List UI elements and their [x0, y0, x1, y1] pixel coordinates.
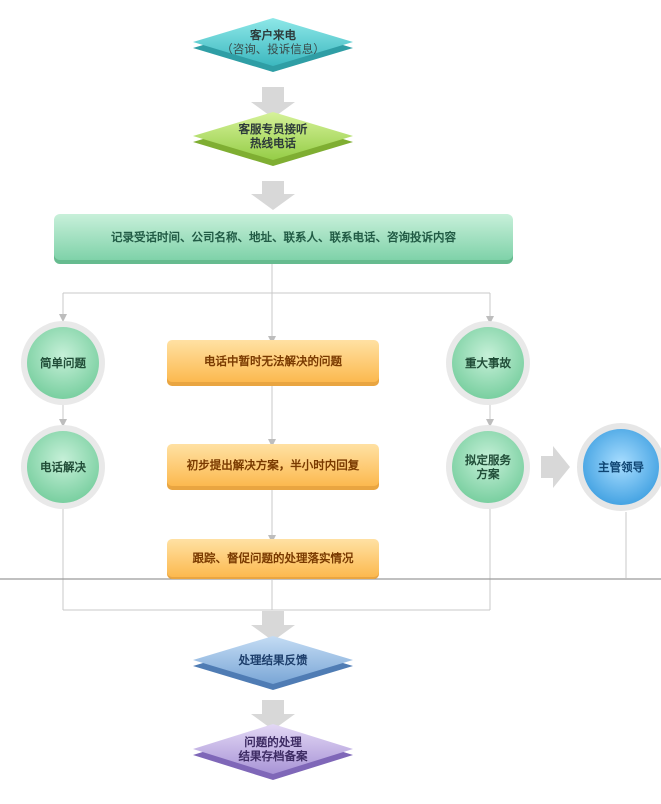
right-arrow — [541, 446, 570, 488]
record-label: 记录受话时间、公司名称、地址、联系人、联系电话、咨询投诉内容 — [111, 230, 456, 244]
service-plan-line1: 拟定服务 — [465, 453, 511, 467]
supervisor-label: 主管领导 — [598, 460, 644, 474]
incoming-call-title: 客户来电 — [250, 28, 296, 42]
phone-solve-label: 电话解决 — [40, 460, 86, 474]
initial-plan-label: 初步提出解决方案，半小时内回复 — [186, 458, 360, 472]
archive-line1: 问题的处理 — [244, 735, 302, 749]
archive-node — [193, 724, 353, 780]
down-arrow-4 — [251, 700, 295, 730]
block-arrows — [251, 87, 570, 730]
incoming-call-node — [193, 18, 353, 72]
hotline-line1: 客服专员接听 — [238, 122, 308, 136]
follow-up-label: 跟踪、督促问题的处理落实情况 — [192, 551, 354, 565]
service-plan-line2: 方案 — [476, 467, 500, 481]
incoming-call-subtitle: （咨询、投诉信息） — [221, 42, 325, 56]
incoming-call-label: 客户来电 （咨询、投诉信息） — [193, 26, 353, 58]
feedback-node — [193, 636, 353, 690]
hotline-node — [193, 112, 353, 166]
phone-solve-circle — [21, 425, 105, 509]
supervisor-circle — [577, 423, 661, 511]
archive-line2: 结果存档备案 — [238, 749, 308, 763]
initial-plan-box — [167, 444, 379, 490]
service-plan-label: 拟定服务 方案 — [452, 452, 524, 482]
hotline-label: 客服专员接听 热线电话 — [193, 120, 353, 152]
service-plan-circle — [446, 425, 530, 509]
down-arrow-1 — [251, 87, 295, 118]
unresolved-box — [167, 340, 379, 386]
down-arrow-2 — [251, 181, 295, 210]
major-incident-circle — [446, 321, 530, 405]
record-bar — [54, 214, 513, 264]
major-incident-label: 重大事故 — [465, 356, 511, 370]
archive-label: 问题的处理 结果存档备案 — [193, 733, 353, 765]
unresolved-label: 电话中暂时无法解决的问题 — [204, 354, 342, 368]
follow-up-box — [167, 539, 379, 579]
simple-issue-circle — [21, 321, 105, 405]
feedback-label: 处理结果反馈 — [238, 653, 308, 667]
simple-issue-label: 简单问题 — [40, 356, 86, 370]
hotline-line2: 热线电话 — [250, 136, 296, 150]
down-arrow-3 — [251, 611, 295, 641]
